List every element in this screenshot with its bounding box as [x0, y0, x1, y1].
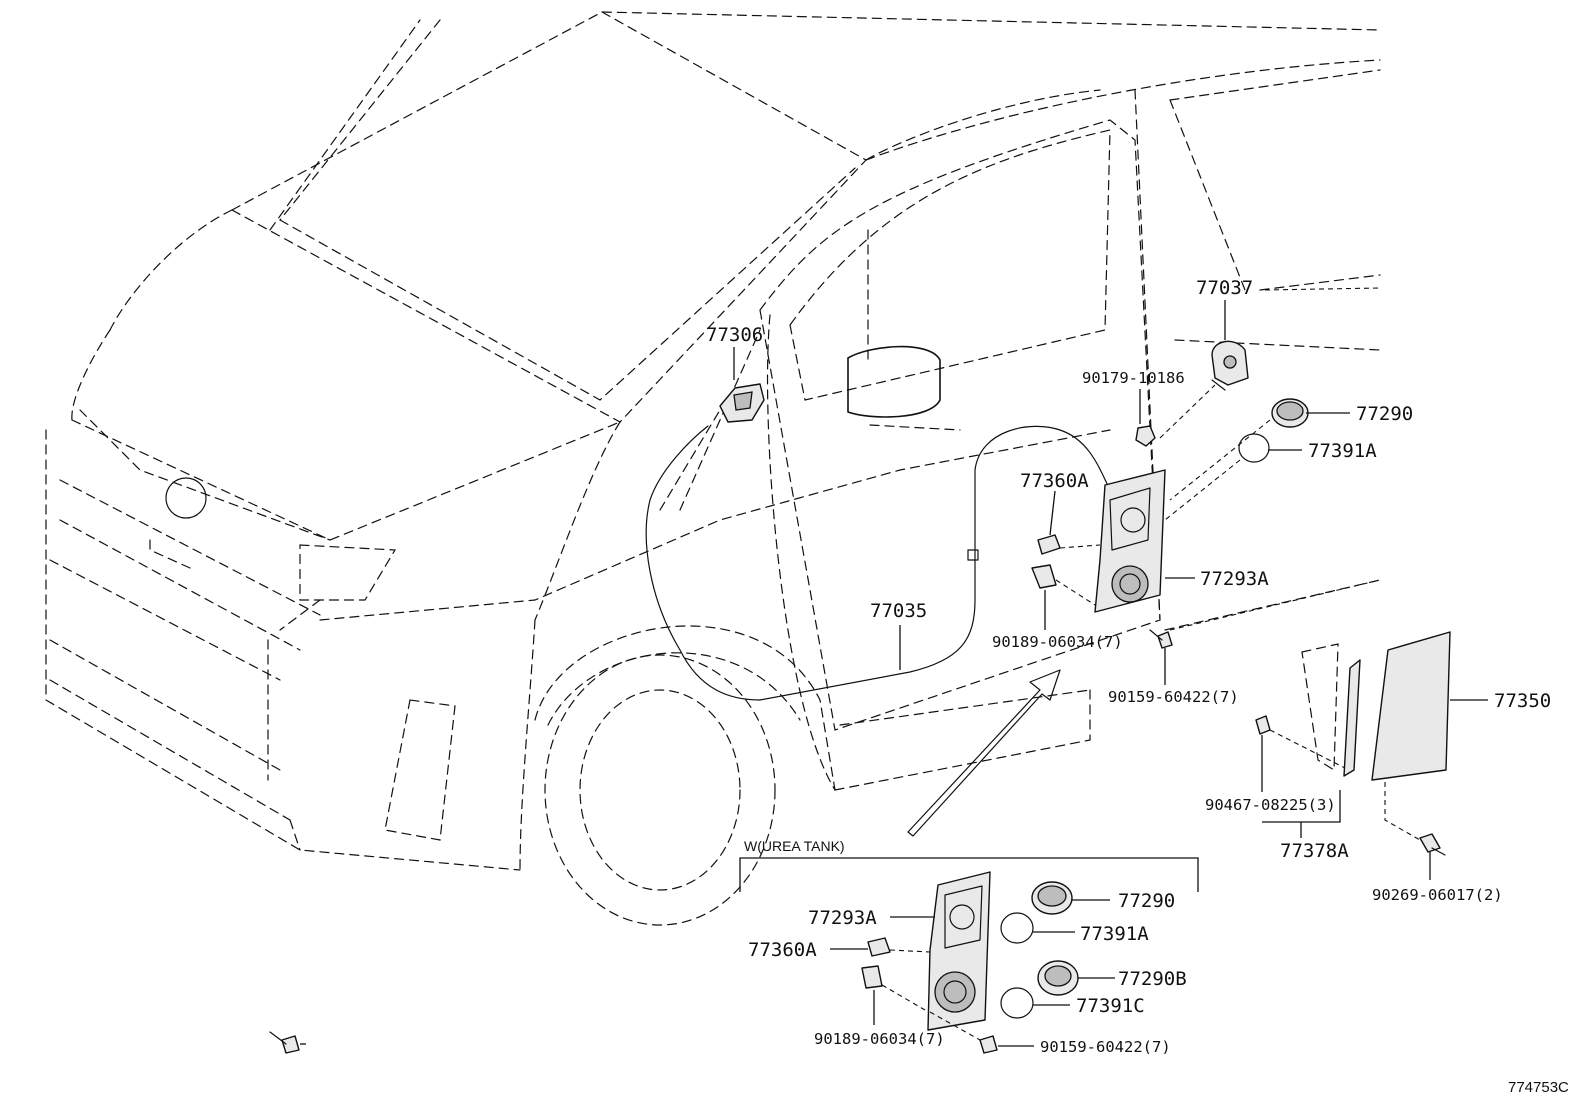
urea-tank-inset: [269, 857, 1199, 1054]
label-90467-08225: 90467-08225(3): [1205, 796, 1336, 814]
inset-label-90189-06034: 90189-06034(7): [814, 1030, 945, 1048]
inset-screw-part: [979, 1035, 1034, 1054]
seal-strip-part: [1301, 643, 1361, 777]
label-77290: 77290: [1356, 403, 1413, 425]
label-90189-06034: 90189-06034(7): [992, 633, 1123, 651]
label-77306: 77306: [706, 324, 763, 346]
label-77037: 77037: [1196, 277, 1253, 299]
o-ring-part: [1238, 433, 1270, 463]
nut-part: [1135, 425, 1156, 447]
clip-part: [1031, 564, 1057, 589]
fuel-lid-cable: [645, 425, 1111, 701]
inset-label-77391C: 77391C: [1076, 995, 1145, 1017]
pointer-arrow: [907, 669, 1061, 837]
inset-title: W(UREA TANK): [744, 838, 845, 854]
drawing-number: 774753C: [1508, 1079, 1569, 1096]
fuel-lid-hinge-part: [719, 383, 765, 423]
inset-label-77293A: 77293A: [808, 907, 877, 929]
fuel-lid-housing-part: [1094, 469, 1166, 613]
trim-clip-part: [1255, 715, 1271, 735]
label-90159-60422: 90159-60422(7): [1108, 688, 1239, 706]
inset-label-77360A: 77360A: [748, 939, 817, 961]
part-labels: 77306 77037 90179-10186 77290 77391A 773…: [706, 277, 1569, 1096]
screw-part: [1149, 629, 1173, 649]
label-77378A: 77378A: [1280, 840, 1349, 862]
inset-label-77290: 77290: [1118, 890, 1175, 912]
inset-label-90159-60422: 90159-60422(7): [1040, 1038, 1171, 1056]
label-77293A: 77293A: [1200, 568, 1269, 590]
grommet-part: [1271, 398, 1309, 428]
label-77035: 77035: [870, 600, 927, 622]
rivet-part: [1419, 833, 1446, 856]
fuel-lid-lock-part: [1211, 340, 1249, 391]
label-77350: 77350: [1494, 690, 1551, 712]
bracket-part: [1037, 534, 1061, 555]
label-77391A: 77391A: [1308, 440, 1377, 462]
label-77360A: 77360A: [1020, 470, 1089, 492]
label-90179-10186: 90179-10186: [1082, 369, 1185, 387]
vehicle-body-outline: [45, 11, 1381, 926]
inset-label-77290B: 77290B: [1118, 968, 1187, 990]
leader-lines: [733, 287, 1488, 880]
inset-label-77391A: 77391A: [1080, 923, 1149, 945]
label-90269-06017: 90269-06017(2): [1372, 886, 1503, 904]
rear-quarter-panel-part: [1371, 631, 1451, 781]
